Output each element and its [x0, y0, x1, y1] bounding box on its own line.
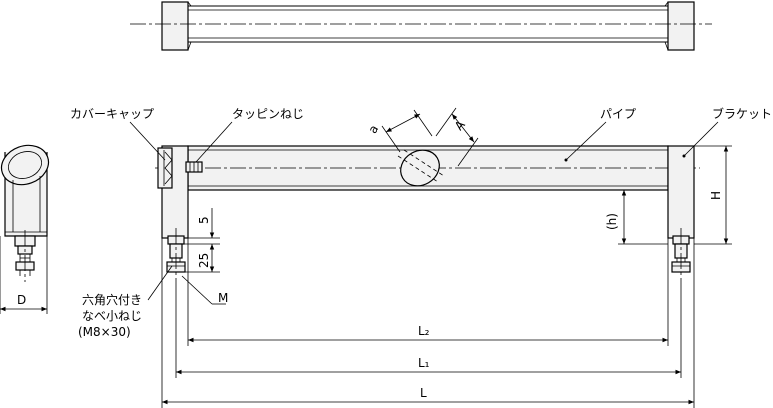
dim-A-label: A: [452, 117, 469, 133]
dim-M-label: M: [218, 291, 228, 305]
dim-5-label: 5: [197, 216, 211, 224]
dim-d-label: D: [17, 293, 26, 307]
dim-h-label: (h): [605, 213, 619, 230]
dim-H-label: H: [709, 191, 723, 200]
label-cover-cap: カバーキャップ: [70, 107, 154, 121]
leader-labels: カバーキャップ タッピンねじ パイプ ブラケット 六角穴付き なべ小ねじ (M8…: [70, 106, 772, 339]
label-hex-screw-line2: なべ小ねじ: [82, 309, 142, 323]
dim-a-label: a: [365, 122, 381, 135]
label-tapping-screw: タッピンねじ: [232, 107, 304, 121]
top-view-right-bracket: [667, 1, 695, 51]
label-bracket: ブラケット: [712, 106, 772, 121]
dim-L1-label: L₁: [418, 356, 430, 370]
dim-25-label: 25: [197, 253, 211, 268]
right-bracket: [667, 145, 695, 239]
label-hex-screw-line1: 六角穴付き: [82, 292, 142, 307]
dim-L2-label: L₂: [418, 324, 430, 338]
label-hex-screw-line3: (M8×30): [78, 325, 131, 339]
dim-L-label: L: [420, 386, 427, 400]
top-view-left-bracket: [161, 1, 189, 51]
top-view: [130, 1, 712, 51]
front-view: [155, 145, 700, 290]
side-view: D: [0, 144, 50, 314]
label-pipe: パイプ: [600, 107, 636, 121]
